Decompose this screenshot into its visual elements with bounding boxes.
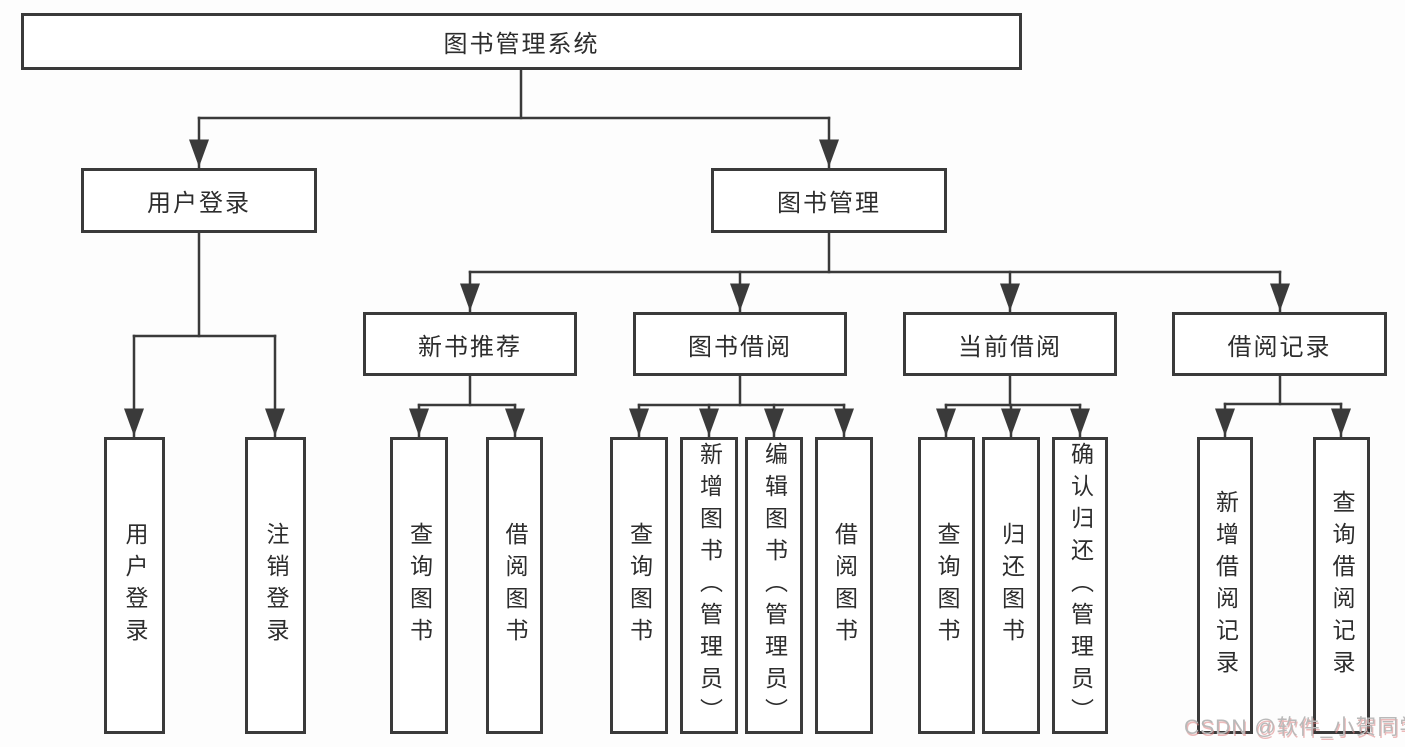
node-leaf-edit-book-admin: 编辑图书（管理员） bbox=[745, 437, 803, 734]
node-leaf-confirm-return-admin: 确认归还（管理员） bbox=[1052, 437, 1108, 734]
node-leaf-borrow-books: 借阅图书 bbox=[815, 437, 873, 734]
csdn-watermark: CSDN @软件_小贺同学 bbox=[1184, 716, 1405, 739]
node-leaf-add-borrow-record: 新增借阅记录 bbox=[1197, 437, 1253, 734]
node-leaf-query-books: 查询图书 bbox=[918, 437, 975, 734]
node-borrowing-records: 借阅记录 bbox=[1172, 312, 1387, 376]
node-user-login: 用户登录 bbox=[81, 168, 317, 233]
node-leaf-return-book: 归还图书 bbox=[982, 437, 1040, 734]
node-leaf-query-books: 查询图书 bbox=[390, 437, 448, 734]
node-leaf-user-login: 用户登录 bbox=[104, 437, 165, 734]
node-leaf-add-book-admin: 新增图书（管理员） bbox=[680, 437, 738, 734]
node-leaf-query-borrow-record: 查询借阅记录 bbox=[1313, 437, 1370, 734]
node-book-management: 图书管理 bbox=[711, 168, 947, 233]
node-new-book-recommendation: 新书推荐 bbox=[363, 312, 577, 376]
node-leaf-borrow-books: 借阅图书 bbox=[486, 437, 543, 734]
node-library-management-system: 图书管理系统 bbox=[21, 13, 1022, 70]
node-current-borrowing: 当前借阅 bbox=[903, 312, 1117, 376]
node-leaf-query-books: 查询图书 bbox=[610, 437, 668, 734]
node-leaf-logout: 注销登录 bbox=[245, 437, 306, 734]
node-book-borrowing: 图书借阅 bbox=[633, 312, 847, 376]
